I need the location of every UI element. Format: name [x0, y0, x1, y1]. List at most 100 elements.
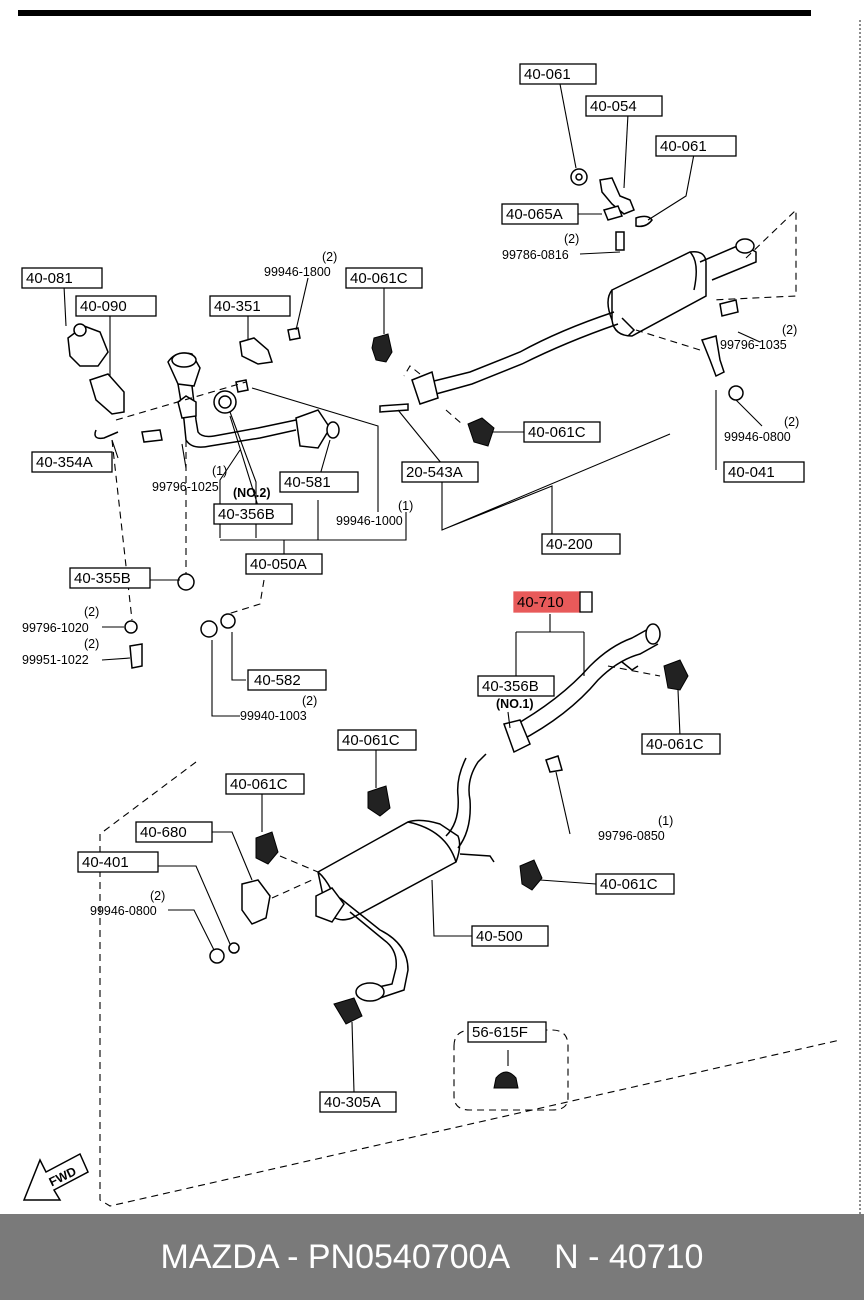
qty-99946-1000: (1) [398, 499, 413, 513]
qty-99940-1003: (2) [302, 694, 317, 708]
pn-99786-0816: 99786-0816 [502, 248, 569, 262]
svg-text:40-041: 40-041 [728, 464, 775, 481]
part-labels: 40-061 40-054 40-061 40-065A 40-081 40-0… [21, 63, 805, 1113]
pn-99946-0800-upper: 99946-0800 [724, 430, 791, 444]
svg-text:40-061C: 40-061C [528, 424, 586, 441]
nut-99946-1800 [287, 327, 301, 341]
exhaust-parts-diagram: FWD 40-061 40-054 40-061 40-065A 40-081 … [18, 10, 861, 1214]
label-40-710-highlighted: 40-710 [513, 591, 593, 613]
svg-text:40-061C: 40-061C [350, 270, 408, 287]
svg-text:40-401: 40-401 [82, 854, 129, 871]
label-40-061-top: 40-061 [519, 63, 597, 85]
qty-99786-0816: (2) [564, 232, 579, 246]
label-40-061-right: 40-061 [655, 135, 737, 157]
hanger-40-061C-lower-b [255, 831, 279, 865]
label-20-543A: 20-543A [401, 461, 479, 483]
gasket-40-582-a [200, 620, 218, 638]
svg-text:40-061: 40-061 [524, 66, 571, 83]
label-40-061C-1: 40-061C [345, 267, 423, 289]
bolt-99951-1022 [129, 643, 143, 669]
pn-99940-1003: 99940-1003 [240, 709, 307, 723]
label-40-356B-1: 40-356B [213, 503, 293, 525]
pn-99796-1035: 99796-1035 [720, 338, 787, 352]
pn-99796-1020: 99796-1020 [22, 621, 89, 635]
svg-text:40-351: 40-351 [214, 298, 261, 315]
middle-pipe-40-710 [503, 623, 689, 773]
fwd-arrow: FWD [22, 1152, 89, 1201]
svg-text:40-581: 40-581 [284, 474, 331, 491]
qty-99796-1025: (1) [212, 464, 227, 478]
svg-text:40-061C: 40-061C [600, 876, 658, 893]
top-rule [18, 10, 811, 16]
label-40-054: 40-054 [585, 95, 663, 117]
svg-text:40-582: 40-582 [254, 672, 301, 689]
pn-99951-1022: 99951-1022 [22, 653, 89, 667]
svg-text:40-054: 40-054 [590, 98, 637, 115]
svg-text:40-355B: 40-355B [74, 570, 131, 587]
label-40-305A: 40-305A [319, 1091, 397, 1113]
qty-99796-1020: (2) [84, 605, 99, 619]
part-number-annotations: (2) 99786-0816 (2) 99946-1800 (2) 99796-… [22, 232, 799, 918]
qty-99951-1022: (2) [84, 637, 99, 651]
bracket-40-351 [239, 337, 273, 365]
svg-text:40-081: 40-081 [26, 270, 73, 287]
label-40-081: 40-081 [21, 267, 103, 289]
bolt-99796-1025 [141, 429, 163, 443]
svg-text:40-061C: 40-061C [342, 732, 400, 749]
bolt-20-543A [379, 403, 409, 413]
pn-99946-1800: 99946-1800 [264, 265, 331, 279]
label-40-680: 40-680 [135, 821, 213, 843]
rear-bracket [67, 323, 125, 440]
label-40-354A: 40-354A [31, 451, 113, 473]
label-40-356B-2: 40-356B [477, 675, 555, 697]
svg-text:40-061C: 40-061C [646, 736, 704, 753]
label-40-061C-6: 40-061C [595, 873, 675, 895]
label-40-061C-3: 40-061C [641, 733, 721, 755]
washer-99796-1020 [124, 620, 138, 634]
svg-text:40-354A: 40-354A [36, 454, 93, 471]
qty-99946-1800: (2) [322, 250, 337, 264]
label-40-061C-2: 40-061C [523, 421, 601, 443]
pn-99796-1025: 99796-1025 [152, 480, 219, 494]
svg-text:40-356B: 40-356B [218, 506, 275, 523]
top-bracket-parts [570, 168, 739, 317]
label-40-500: 40-500 [471, 925, 549, 947]
hanger-bracket-40-041 [700, 335, 725, 378]
gasket-40-582-b [220, 613, 236, 629]
dashed-guide-lines [99, 208, 841, 1207]
label-56-615F: 56-615F [467, 1021, 547, 1043]
front-pipe [167, 352, 340, 449]
footer-brand-part: MAZDA - PN0540700A [160, 1238, 511, 1276]
svg-text:40-061: 40-061 [660, 138, 707, 155]
nut-99946-0800-lower [209, 948, 225, 964]
gasket-40-305A [333, 997, 363, 1025]
svg-text:40-061C: 40-061C [230, 776, 288, 793]
label-40-401: 40-401 [77, 851, 159, 873]
label-40-041: 40-041 [723, 461, 805, 483]
label-40-061C-4: 40-061C [337, 729, 417, 751]
svg-text:20-543A: 20-543A [406, 464, 463, 481]
label-40-050A: 40-050A [245, 553, 323, 575]
hanger-40-061C-lower-a [367, 785, 391, 817]
nut-40-355B [177, 573, 195, 591]
label-40-351: 40-351 [209, 295, 291, 317]
svg-text:40-500: 40-500 [476, 928, 523, 945]
label-40-061C-5: 40-061C [225, 773, 305, 795]
label-40-355B: 40-355B [69, 567, 151, 589]
washer-40-401 [228, 942, 240, 954]
qty-99946-0800-lower: (2) [150, 889, 165, 903]
label-40-090: 40-090 [75, 295, 157, 317]
pn-99796-0850: 99796-0850 [598, 829, 665, 843]
inset-box-56-615F [453, 1029, 569, 1111]
svg-text:56-615F: 56-615F [472, 1024, 528, 1041]
svg-text:40-050A: 40-050A [250, 556, 307, 573]
main-muffler-40-500 [315, 753, 495, 1002]
hanger-40-061C-upper-b [467, 417, 495, 447]
hanger-40-061C-upper-a [371, 333, 393, 363]
qty-99796-1035: (2) [782, 323, 797, 337]
plug-56-615F [493, 1071, 519, 1089]
svg-text:40-680: 40-680 [140, 824, 187, 841]
note-no2: (NO.2) [233, 486, 271, 500]
leader-lines [63, 83, 763, 1093]
